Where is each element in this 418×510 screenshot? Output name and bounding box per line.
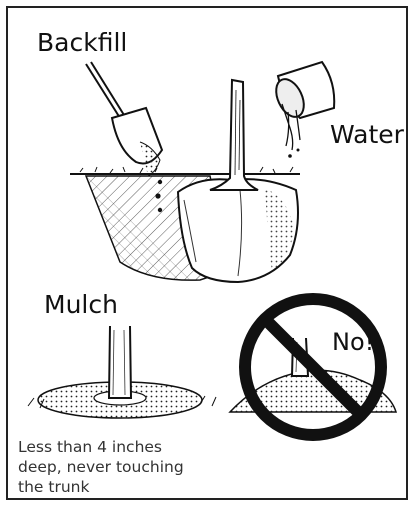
caption-line-1: Less than 4 inches [18, 437, 318, 457]
label-no: No! [332, 328, 374, 356]
label-water: Water [330, 120, 404, 149]
caption-line-3: the trunk [18, 477, 318, 497]
mulch-depth-caption: Less than 4 inches deep, never touching … [18, 437, 318, 497]
label-backfill: Backfill [37, 28, 127, 57]
label-mulch: Mulch [44, 290, 118, 319]
caption-line-2: deep, never touching [18, 457, 318, 477]
ground-line [70, 167, 300, 174]
mulch-correct-illustration [28, 326, 216, 418]
water-bucket-icon [271, 62, 335, 158]
prohibited-sign-icon [245, 299, 381, 435]
root-ball [178, 179, 298, 282]
